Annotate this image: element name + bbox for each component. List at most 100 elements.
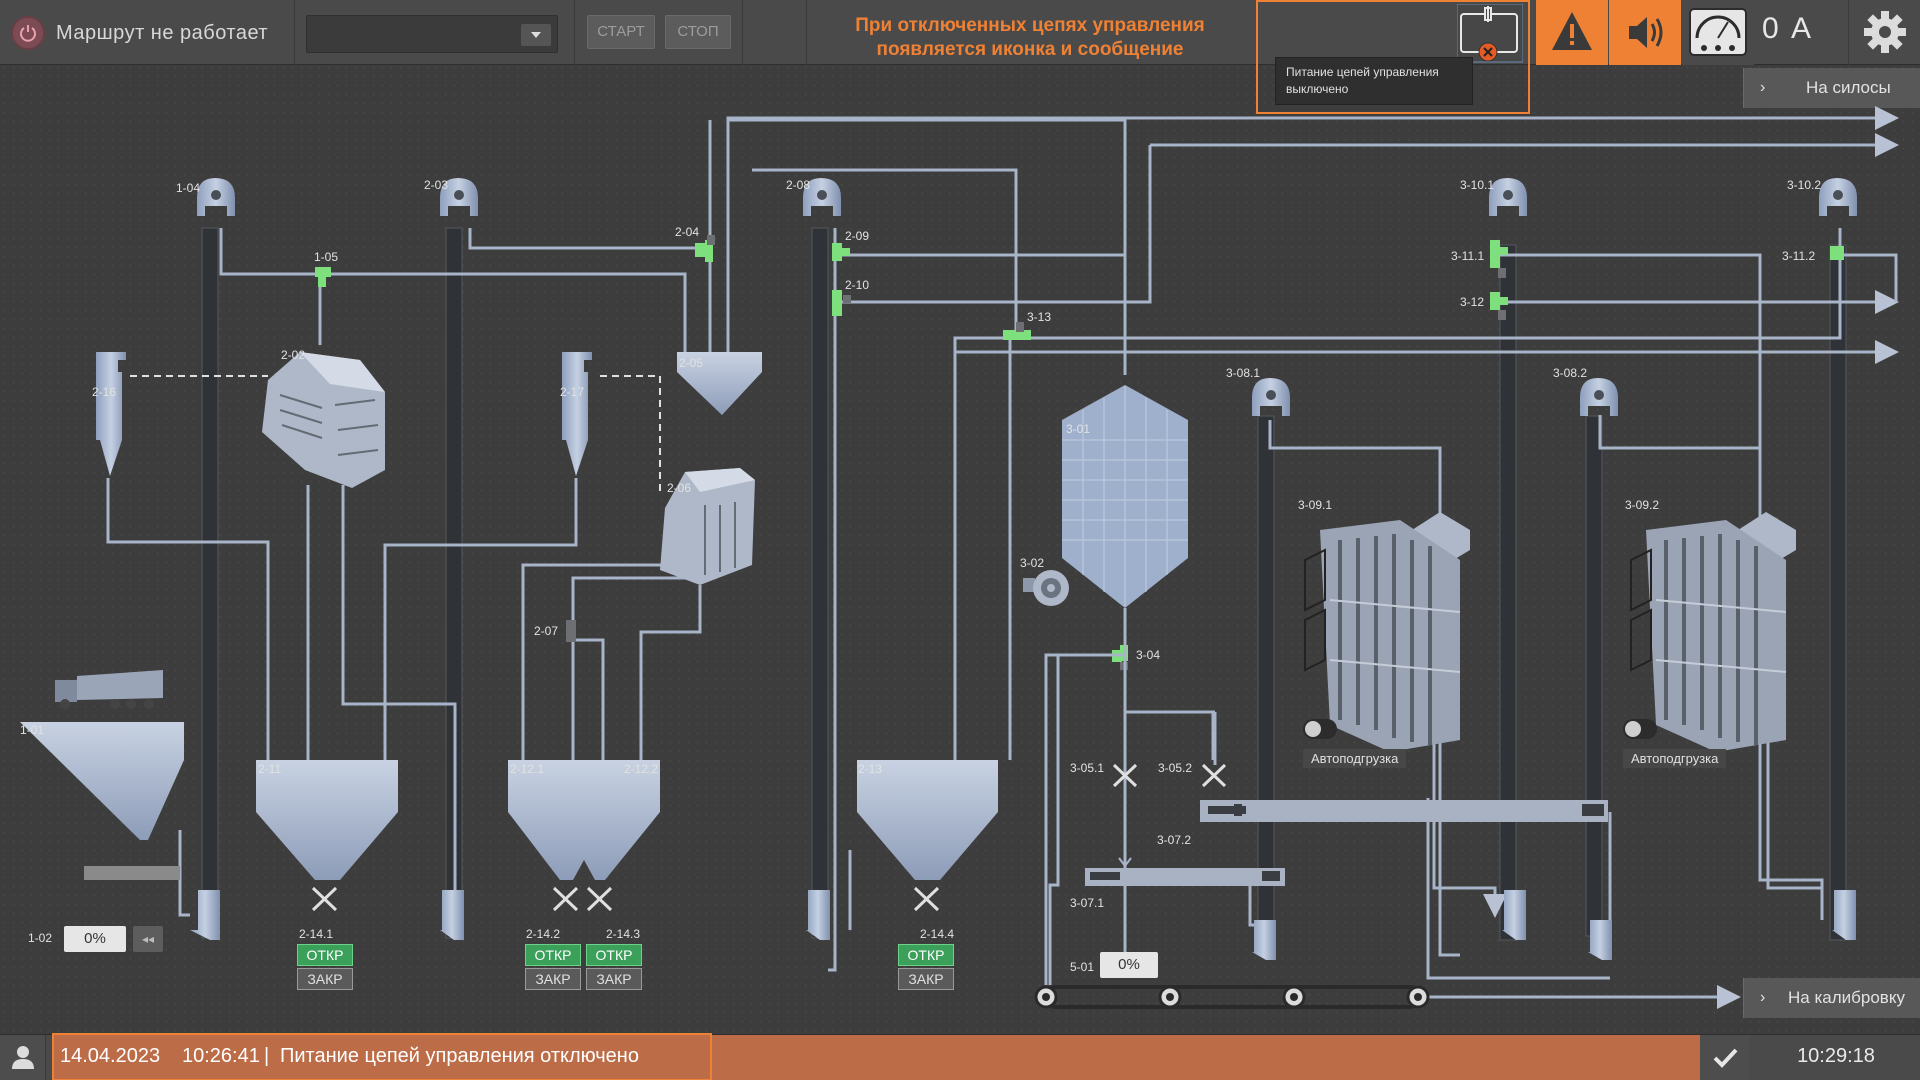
chevron-right-icon: › — [1760, 989, 1766, 1006]
label-3-02: 3-02 — [1020, 556, 1045, 570]
highlight-frame — [1256, 0, 1530, 114]
power-icon[interactable] — [11, 16, 45, 50]
to-silos-label: На силосы — [1806, 78, 1891, 97]
label-2-05: 2-05 — [679, 356, 704, 370]
label-2-10: 2-10 — [845, 278, 870, 292]
gauge-icon — [1689, 8, 1747, 56]
label-3-13: 3-13 — [1027, 310, 1052, 324]
gate-2-14-3-open-button[interactable]: ОТКР — [586, 944, 642, 966]
label-2-12-2: 2-12.2 — [624, 762, 659, 776]
label-3-07-1: 3-07.1 — [1070, 896, 1105, 910]
label-1-04: 1-04 — [176, 181, 201, 195]
speaker-icon — [1629, 17, 1663, 48]
label-1-02: 1-02 — [28, 931, 53, 945]
belt-5-01-percent[interactable]: 0% — [1100, 952, 1158, 978]
label-2-06: 2-06 — [667, 481, 692, 495]
autoload-toggle-1[interactable] — [1303, 719, 1337, 739]
label-2-14-3: 2-14.3 — [606, 927, 641, 941]
autoload-toggle-2[interactable] — [1623, 719, 1657, 739]
settings-button[interactable] — [1848, 0, 1920, 65]
label-2-02: 2-02 — [281, 348, 306, 362]
route-select-section — [295, 0, 575, 65]
tooltip-line-1: Питание цепей управления — [1286, 65, 1439, 79]
gate-2-14-1-open-button[interactable]: ОТКР — [297, 944, 353, 966]
rewind-icon[interactable]: ◂◂ — [133, 926, 163, 952]
notice-line-2: появляется иконка и сообщение — [876, 39, 1184, 60]
event-time: 10:26:41 — [182, 1045, 260, 1067]
sound-button[interactable] — [1609, 0, 1681, 65]
route-status-text: Маршрут не работает — [56, 22, 269, 44]
annotation-notice: При отключенных цепях управления появляе… — [820, 14, 1240, 62]
label-1-01: 1-01 — [20, 723, 45, 737]
tooltip-line-2: выключено — [1286, 82, 1349, 96]
label-2-03: 2-03 — [424, 178, 449, 192]
label-3-01: 3-01 — [1066, 422, 1091, 436]
gate-2-14-4-open-button[interactable]: ОТКР — [898, 944, 954, 966]
gate-2-14-1-close-button[interactable]: ЗАКР — [297, 968, 353, 990]
route-select[interactable] — [306, 15, 558, 53]
meter-button[interactable] — [1682, 0, 1754, 65]
to-calibration-label: На калибровку — [1788, 988, 1905, 1007]
warning-icon — [1552, 12, 1592, 50]
control-power-off-icon[interactable] — [1456, 3, 1524, 64]
gate-2-14-2-close-button[interactable]: ЗАКР — [525, 968, 581, 990]
label-2-04: 2-04 — [675, 225, 700, 239]
label-3-10-2: 3-10.2 — [1787, 178, 1822, 192]
label-3-09-1: 3-09.1 — [1298, 498, 1333, 512]
label-2-14-2: 2-14.2 — [526, 927, 561, 941]
feeder-1-02-percent[interactable]: 0% — [64, 926, 126, 952]
bottom-bar: 14.04.2023 10:26:41 | Питание цепей упра… — [0, 1033, 1920, 1080]
label-3-05-1: 3-05.1 — [1070, 761, 1105, 775]
event-date: 14.04.2023 — [60, 1045, 161, 1067]
label-3-11-1: 3-11.1 — [1451, 249, 1485, 263]
notice-line-1: При отключенных цепях управления — [855, 15, 1205, 36]
alarm-button[interactable] — [1536, 0, 1608, 65]
start-button[interactable]: СТАРТ — [587, 15, 655, 49]
label-2-07: 2-07 — [534, 624, 559, 638]
user-icon — [12, 1046, 34, 1069]
label-2-12-1: 2-12.1 — [510, 762, 545, 776]
label-3-07-2: 3-07.2 — [1157, 833, 1192, 847]
label-3-10-1: 3-10.1 — [1460, 178, 1495, 192]
route-control-section: СТАРТ СТОП — [575, 0, 743, 65]
label-3-08-1: 3-08.1 — [1226, 366, 1261, 380]
gate-2-14-2-open-button[interactable]: ОТКР — [525, 944, 581, 966]
label-2-11: 2-11 — [258, 762, 282, 776]
spacer-section — [743, 0, 807, 65]
stop-button[interactable]: СТОП — [665, 15, 731, 49]
gate-2-14-4-close-button[interactable]: ЗАКР — [898, 968, 954, 990]
label-2-16: 2-16 — [92, 385, 117, 399]
label-3-08-2: 3-08.2 — [1553, 366, 1588, 380]
chevron-right-icon: › — [1760, 79, 1766, 96]
label-2-08: 2-08 — [786, 178, 811, 192]
current-readout: 0 А — [1762, 12, 1814, 45]
clock: 10:29:18 — [1797, 1045, 1875, 1067]
check-icon — [1713, 1048, 1738, 1068]
label-2-09: 2-09 — [845, 229, 870, 243]
top-bar: Маршрут не работает СТАРТ СТОП При отклю… — [0, 0, 1920, 65]
event-bar[interactable]: 14.04.2023 10:26:41 | Питание цепей упра… — [52, 1033, 1700, 1080]
label-3-12: 3-12 — [1460, 295, 1485, 309]
chevron-down-icon[interactable] — [521, 24, 551, 46]
to-silos-button[interactable]: › На силосы — [1743, 68, 1920, 108]
label-3-04: 3-04 — [1136, 648, 1161, 662]
event-separator: | — [264, 1045, 270, 1067]
gear-icon — [1864, 11, 1906, 53]
label-3-09-2: 3-09.2 — [1625, 498, 1660, 512]
gate-2-14-3-close-button[interactable]: ЗАКР — [586, 968, 642, 990]
to-calibration-button[interactable]: › На калибровку — [1743, 978, 1920, 1018]
user-button[interactable] — [0, 1035, 46, 1080]
label-2-14-1: 2-14.1 — [299, 927, 334, 941]
control-power-tooltip: Питание цепей управления выключено — [1275, 57, 1473, 105]
autoload-label-1: Автоподгрузка — [1303, 749, 1407, 768]
event-message: Питание цепей управления отключено — [280, 1045, 639, 1067]
label-5-01: 5-01 — [1070, 960, 1095, 974]
route-section: Маршрут не работает — [0, 0, 295, 65]
autoload-label-2: Автоподгрузка — [1623, 749, 1727, 768]
label-2-13: 2-13 — [858, 762, 883, 776]
acknowledge-button[interactable] — [1700, 1035, 1750, 1080]
label-3-11-2: 3-11.2 — [1782, 249, 1816, 263]
label-3-05-2: 3-05.2 — [1158, 761, 1193, 775]
